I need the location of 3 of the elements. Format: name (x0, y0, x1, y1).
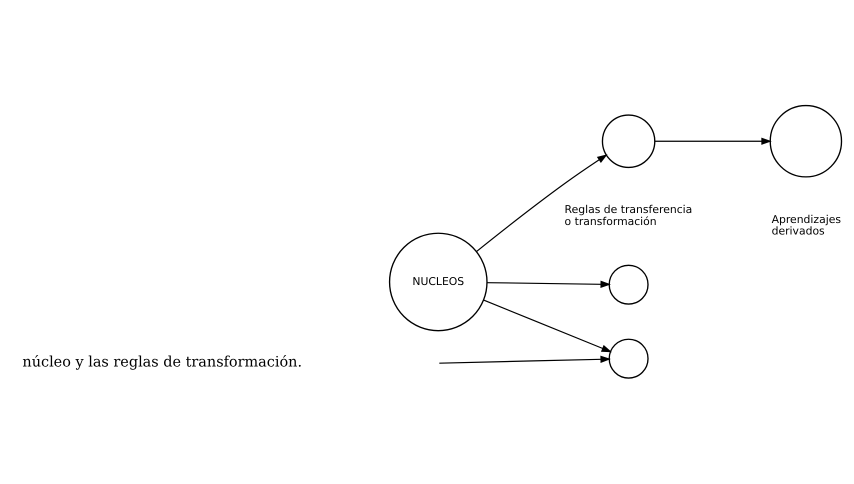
node-label: Reglas de transferencia o transformación (564, 202, 692, 228)
label: núcleo y las reglas de transformación. (22, 354, 302, 370)
node-label: Aprendizajes derivados (772, 212, 842, 238)
